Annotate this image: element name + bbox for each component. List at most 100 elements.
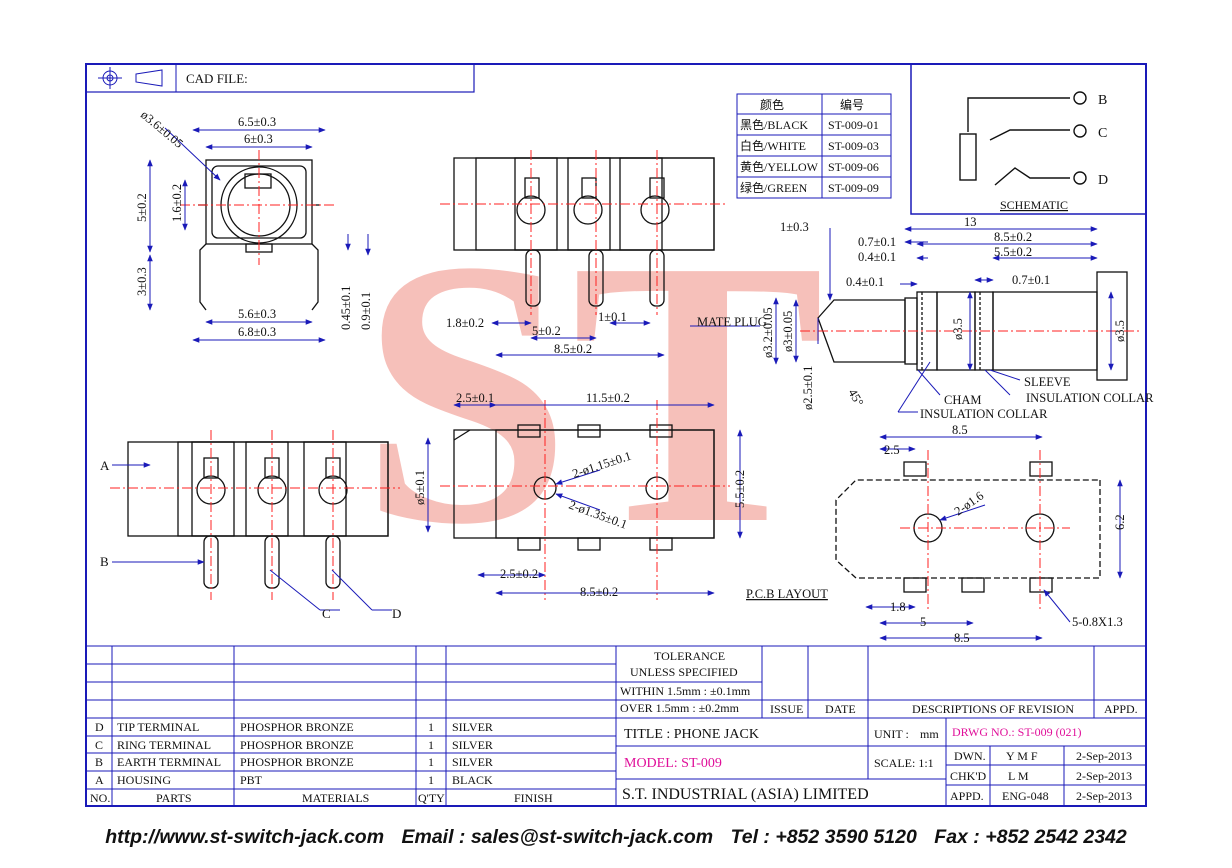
dim-label: 2.5 [884, 443, 900, 457]
scale: SCALE: 1:1 [874, 756, 934, 770]
dim-label: 0.7±0.1 [858, 235, 896, 249]
revision-header: ISSUE [770, 702, 803, 716]
tolerance-over: OVER 1.5mm : ±0.2mm [620, 701, 740, 715]
plug-label: INSULATION COLLAR [920, 407, 1048, 421]
drawing-number: DRWG NO.: ST-009 (021) [952, 725, 1082, 739]
drawing-stroke [1073, 171, 1087, 185]
code-row: ST-009-01 [828, 118, 879, 132]
signoff-date: 2-Sep-2013 [1076, 749, 1132, 763]
drawing-stroke [147, 127, 371, 343]
dim-label: 2-ø1.6 [952, 488, 986, 518]
drawing-stroke [959, 133, 977, 181]
drawing-stroke [903, 577, 927, 593]
drawing-stroke [649, 537, 673, 551]
drawing-stroke [244, 173, 272, 189]
dim-label: 11.5±0.2 [586, 391, 630, 405]
title-block-grid [86, 645, 1146, 806]
dim-label: ø3±0.05 [781, 311, 795, 352]
drawing-stroke [967, 97, 1070, 132]
signoff-role: DWN. [954, 749, 986, 763]
drawing-stroke [1073, 91, 1087, 105]
drawing-stroke [1029, 577, 1053, 593]
code-row: ST-009-09 [828, 181, 879, 195]
signoff-name: L M [1008, 769, 1029, 783]
dim-label: 8.5±0.2 [554, 342, 592, 356]
drawing-stroke [211, 165, 307, 239]
parts-cell: SILVER [452, 738, 493, 752]
drawing-stroke [649, 424, 673, 438]
revision-header: DATE [825, 702, 856, 716]
plug-label: CHAM [944, 393, 982, 407]
drawing-stroke [112, 462, 392, 611]
pcb-layout [835, 461, 1101, 593]
drawing-stroke [180, 150, 335, 265]
dim-label: 1±0.1 [598, 310, 627, 324]
drawing-stroke [164, 127, 221, 181]
drawing-title: TITLE : PHONE JACK [624, 727, 759, 742]
dim-label: 6.5±0.3 [238, 115, 276, 129]
parts-cell: PHOSPHOR BRONZE [240, 738, 354, 752]
drawing-stroke [311, 243, 319, 311]
parts-cell: 1 [428, 738, 434, 752]
drawing-stroke [989, 129, 1070, 141]
drawing-stroke [961, 577, 985, 593]
drawing-stroke [897, 361, 931, 413]
drawing-stroke [524, 177, 540, 199]
footer-fax: Fax : +852 2542 2342 [934, 826, 1127, 848]
signoff-name: ENG-048 [1002, 789, 1049, 803]
drawing-stroke: 6.5±0.3 6±0.3 ø3.6±0.05 5±0.2 1.6±0.2 3±… [135, 108, 373, 339]
bottom-view [453, 424, 715, 551]
drawing-stroke: TOLERANCE UNLESS SPECIFIED WITHIN 1.5mm … [90, 649, 1138, 805]
parts-header: NO. [90, 791, 110, 805]
parts-cell: BLACK [452, 773, 493, 787]
dim-label: 5.5±0.2 [994, 245, 1032, 259]
dim-label: 13 [964, 215, 977, 229]
drawing-stroke [865, 434, 1123, 641]
cad-header: CAD FILE: [85, 63, 475, 93]
signoff-name: Y M F [1006, 749, 1038, 763]
signoff-date: 2-Sep-2013 [1076, 789, 1132, 803]
schematic [910, 63, 1147, 215]
footer-url[interactable]: http://www.st-switch-jack.com [105, 826, 385, 848]
parts-header: PARTS [156, 791, 192, 805]
drawing-stroke [517, 424, 541, 438]
dim-label: 0.7±0.1 [1012, 273, 1050, 287]
dim-label: 5.6±0.3 [238, 307, 276, 321]
parts-cell: 1 [428, 755, 434, 769]
dim-label: 6.8±0.3 [238, 325, 276, 339]
footer-email[interactable]: Email : sales@st-switch-jack.com [401, 826, 714, 848]
dim-label: ø5±0.1 [413, 470, 427, 505]
parts-header: MATERIALS [302, 791, 369, 805]
drawing-stroke: 1.8±0.2 5±0.2 1±0.1 8.5±0.2 MATE PLUG [446, 310, 767, 356]
dim-label: 5 [920, 615, 926, 629]
dim-label: 6±0.3 [244, 132, 273, 146]
cad-file-label: CAD FILE: [186, 71, 248, 86]
schematic-pin-label: D [1098, 173, 1108, 188]
drawing-stroke [525, 249, 541, 307]
parts-cell: PBT [240, 773, 263, 787]
drawing-stroke [903, 461, 927, 477]
dim-label: 45° [845, 387, 866, 409]
dim-label: 3±0.3 [135, 267, 149, 296]
plug-label: SLEEVE [1024, 375, 1071, 389]
color-row: 黄色/YELLOW [740, 160, 819, 174]
drawing-stroke [440, 400, 730, 600]
drawing-stroke: 8.5 2.5 2-ø1.6 6.2 1.8 5 8.5 5-0.8X1.3 [884, 423, 1127, 645]
dim-label: ø3.5 [951, 318, 965, 340]
dim-label: 5±0.2 [532, 324, 561, 338]
color-row: 黑色/BLACK [740, 118, 808, 132]
drawing-stroke [245, 441, 289, 537]
drawing-stroke [495, 429, 715, 539]
drawing-stroke [573, 195, 603, 225]
drawing-stroke [736, 93, 892, 199]
parts-cell: TIP TERMINAL [117, 720, 199, 734]
dim-label: 1.8±0.2 [446, 316, 484, 330]
drawing-stroke [440, 150, 725, 315]
mate-plug-label: MATE PLUG [697, 315, 767, 329]
color-row: 白色/WHITE [740, 138, 806, 153]
drawing-stroke [917, 369, 941, 396]
dim-label: 6.2 [1113, 514, 1127, 530]
drawing-stroke [269, 569, 321, 611]
drawing-stroke [910, 63, 1147, 215]
drawing-stroke [577, 424, 601, 438]
